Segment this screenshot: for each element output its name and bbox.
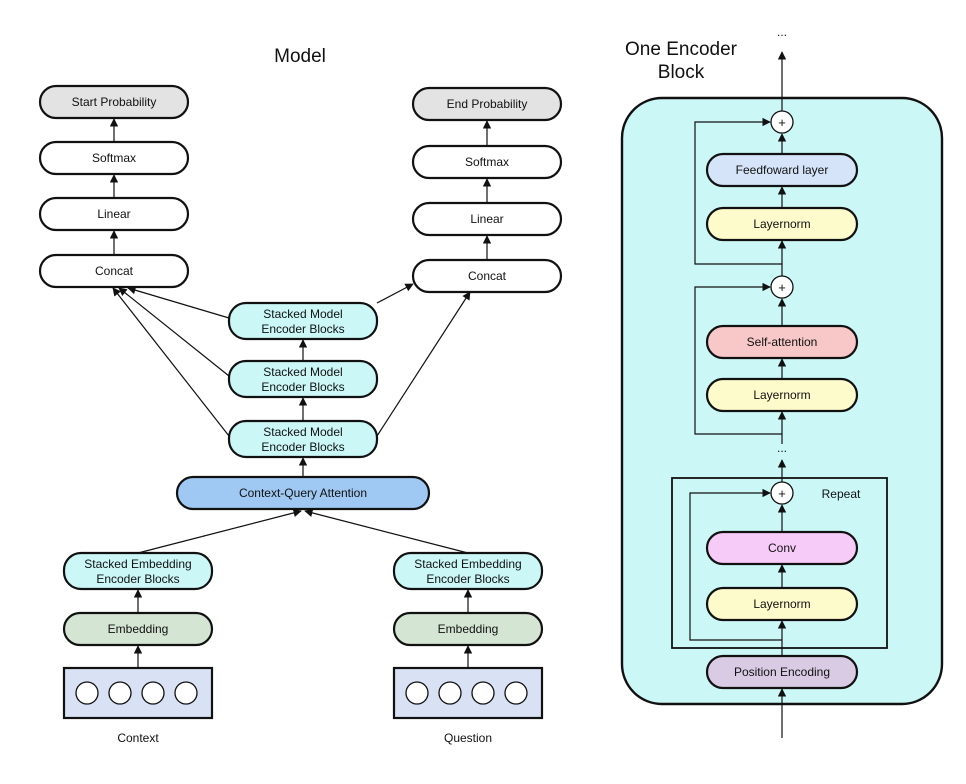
layernorm-conv-node: Layernorm [705, 586, 859, 622]
context-query-attention-node: Context-Query Attention [175, 475, 431, 511]
plus-circle-ff [770, 110, 794, 134]
arrow-smb-top-to-rconcat [376, 283, 414, 304]
residual-conv [689, 488, 782, 641]
context-embedding-node: Embedding [62, 611, 214, 647]
layernorm-conv-label: Layernorm [753, 597, 810, 611]
arrow-smb-bottom-to-rconcat [376, 291, 471, 437]
plus-circle-conv [770, 481, 794, 505]
encoder-mid-ellipsis: ... [777, 441, 787, 455]
context-label: Context [117, 731, 159, 745]
context-token-2 [108, 681, 132, 705]
plus-sign-conv: + [778, 486, 786, 501]
start-probability-box [38, 84, 190, 120]
stacked-model-block-mid: Stacked Model Encoder Blocks [227, 359, 379, 399]
residual-ff [694, 117, 782, 265]
question-input-box [392, 666, 544, 720]
conv-label: Conv [768, 541, 796, 555]
stacked-model-block-top-line1: Stacked Model [263, 307, 342, 321]
right-concat-node: Concat [411, 258, 563, 294]
stacked-model-block-mid-line1: Stacked Model [263, 365, 342, 379]
question-token-2 [438, 681, 462, 705]
right-linear-node: Linear [411, 201, 563, 237]
repeat-box [671, 477, 888, 649]
arrow-smb-mid-to-lconcat [118, 287, 230, 377]
question-embedding-node: Embedding [392, 611, 544, 647]
stacked-model-block-top-box [227, 301, 379, 341]
question-label: Question [444, 731, 492, 745]
right-concat-label: Concat [468, 269, 507, 283]
stacked-model-block-bottom-line1: Stacked Model [263, 425, 342, 439]
encoder-block-title-line2: Block [658, 62, 705, 83]
stacked-model-block-top-line2: Encoder Blocks [261, 322, 344, 336]
context-query-attention-label: Context-Query Attention [239, 486, 367, 500]
left-concat-node: Concat [38, 253, 190, 289]
self-attention-label: Self-attention [747, 335, 818, 349]
model-title: Model [274, 46, 326, 67]
context-token-4 [174, 681, 198, 705]
right-linear-label: Linear [470, 212, 503, 226]
plus-sign-ff: + [778, 115, 786, 130]
context-embedding-encoder-line2: Encoder Blocks [96, 572, 179, 586]
left-softmax-node: Softmax [38, 140, 190, 176]
layernorm-ff-node: Layernorm [705, 206, 859, 242]
question-token-1 [405, 681, 429, 705]
residual-sa [694, 282, 782, 435]
left-linear-label: Linear [97, 207, 130, 221]
feedforward-node: Feedfoward layer [705, 152, 859, 188]
context-embedding-encoder-line1: Stacked Embedding [84, 557, 191, 571]
question-embedding-encoder-line1: Stacked Embedding [414, 557, 521, 571]
start-probability-node: Start Probability [38, 84, 190, 120]
stacked-model-block-top: Stacked Model Encoder Blocks [227, 301, 379, 341]
left-softmax-label: Softmax [92, 151, 136, 165]
left-concat-label: Concat [95, 264, 134, 278]
position-encoding-node: Position Encoding [705, 654, 859, 690]
end-probability-label: End Probability [447, 97, 528, 111]
left-linear-node: Linear [38, 196, 190, 232]
start-probability-label: Start Probability [72, 95, 157, 109]
arrow-smb-bottom-to-lconcat [112, 287, 230, 437]
question-token-4 [504, 681, 528, 705]
conv-node: Conv [705, 530, 859, 566]
end-probability-node: End Probability [411, 86, 563, 122]
repeat-label: Repeat [822, 487, 861, 501]
context-embedding-encoder-node: Stacked Embedding Encoder Blocks [62, 551, 214, 591]
layernorm-ff-label: Layernorm [753, 217, 810, 231]
context-input-box [62, 666, 214, 720]
arrow-context-to-cqa [137, 508, 302, 554]
context-token-3 [141, 681, 165, 705]
layernorm-sa-label: Layernorm [753, 388, 810, 402]
self-attention-node: Self-attention [705, 324, 859, 360]
arrow-question-to-cqa [304, 508, 469, 554]
question-embedding-encoder-line2: Encoder Blocks [426, 572, 509, 586]
feedforward-label: Feedfoward layer [736, 163, 829, 177]
question-embedding-label: Embedding [438, 622, 499, 636]
stacked-model-block-bottom-line2: Encoder Blocks [261, 440, 344, 454]
position-encoding-label: Position Encoding [734, 665, 830, 679]
right-softmax-node: Softmax [411, 144, 563, 180]
plus-sign-sa: + [778, 280, 786, 295]
stacked-model-block-mid-line2: Encoder Blocks [261, 380, 344, 394]
position-encoding-box [705, 654, 859, 690]
end-probability-box [411, 86, 563, 122]
stacked-model-block-bottom: Stacked Model Encoder Blocks [227, 419, 379, 459]
arrow-smb-top-to-lconcat [127, 286, 230, 319]
question-embedding-encoder-node: Stacked Embedding Encoder Blocks [392, 551, 544, 591]
encoder-block-title-line1: One Encoder [625, 39, 738, 60]
layernorm-sa-node: Layernorm [705, 377, 859, 413]
encoder-top-ellipsis: ... [777, 25, 787, 39]
context-token-1 [75, 681, 99, 705]
context-embedding-label: Embedding [108, 622, 169, 636]
right-softmax-label: Softmax [465, 155, 509, 169]
question-token-3 [471, 681, 495, 705]
